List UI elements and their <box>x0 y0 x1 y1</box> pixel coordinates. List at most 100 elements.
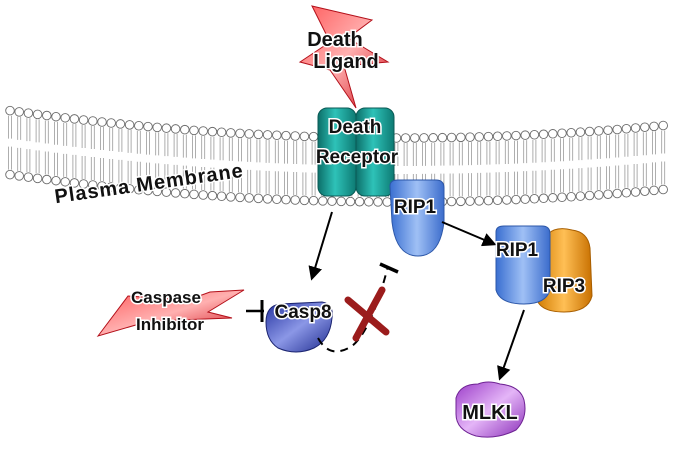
lipid-head <box>124 184 135 194</box>
death-receptor <box>317 107 395 197</box>
lipid-head <box>281 194 291 205</box>
lipid-head <box>134 184 144 195</box>
lipid-head <box>649 121 659 132</box>
rip1-block-bar <box>379 262 399 274</box>
lipid-head <box>520 130 530 140</box>
lipid-head <box>290 195 300 205</box>
lipid-head <box>502 195 512 205</box>
lipid-head <box>584 190 595 201</box>
lipid-head <box>410 133 420 143</box>
lipid-head <box>373 197 383 207</box>
lipid-head <box>299 195 310 206</box>
lipid-head <box>23 108 34 118</box>
rip1-complex-protein <box>495 225 551 305</box>
lipid-head <box>51 111 61 122</box>
lipid-head <box>97 117 107 127</box>
lipid-head <box>78 179 89 189</box>
lipid-head <box>216 127 227 138</box>
lipid-head <box>299 131 310 142</box>
lipid-head <box>575 127 586 137</box>
lipid-head <box>630 123 641 133</box>
lipid-head <box>244 129 254 139</box>
lipid-head <box>23 172 34 182</box>
blocked-x-icon <box>344 286 390 342</box>
lipid-head <box>124 120 135 130</box>
lipid-head <box>32 109 43 120</box>
lipid-head <box>161 187 172 197</box>
complex-to-mlkl-arrow <box>497 309 525 381</box>
lipid-head <box>621 124 632 134</box>
lipid-head <box>428 133 438 143</box>
lipid-head <box>143 121 153 132</box>
lipid-head <box>253 129 264 140</box>
lipid-head <box>88 116 98 126</box>
lipid-head <box>548 193 558 203</box>
lipid-head <box>262 194 273 204</box>
casp8-inhibits-rip1-dashed <box>317 265 389 353</box>
lipid-head <box>152 122 162 133</box>
lipid-head <box>529 129 540 140</box>
lipid-head <box>640 186 650 196</box>
lipid-head <box>207 126 218 137</box>
lipid-head <box>640 122 650 132</box>
lipid-head <box>511 130 521 141</box>
rip3-label: RIP3 <box>543 276 585 297</box>
lipid-head <box>327 196 337 206</box>
lipid-head <box>382 197 392 207</box>
mlkl-protein <box>455 381 526 438</box>
lipid-head <box>538 193 549 204</box>
lipid-head <box>446 196 457 207</box>
lipid-head <box>272 130 282 141</box>
lipid-head <box>529 193 540 204</box>
lipid-head <box>658 184 668 195</box>
lipid-head <box>612 188 622 199</box>
lipid-head <box>456 196 466 207</box>
lipid-head <box>419 133 429 143</box>
lipid-head <box>5 105 15 116</box>
inhibitor-block-mark <box>246 300 264 322</box>
lipid-head <box>69 178 80 188</box>
rip1-protein <box>389 179 445 257</box>
lipid-head <box>134 120 144 131</box>
lipid-head <box>575 191 586 201</box>
lipid-head <box>603 125 613 135</box>
lipid-head <box>32 173 43 184</box>
lipid-head <box>345 196 356 207</box>
lipid-head <box>511 194 521 205</box>
lipid-head <box>603 189 613 199</box>
lipid-head <box>336 196 346 207</box>
caspase-inhibitor-label-line1: Caspase <box>131 288 201 307</box>
lipid-head <box>115 119 126 129</box>
lipid-head <box>630 187 641 197</box>
lipid-head <box>106 118 116 128</box>
lipid-head <box>161 123 172 133</box>
lipid-head <box>658 120 668 131</box>
lipid-head <box>143 185 153 196</box>
lipid-head <box>180 188 190 199</box>
lipid-head <box>318 196 328 206</box>
death-receptor-label-line1: Death <box>329 117 382 138</box>
caspase-inhibitor-label-line2: Inhibitor <box>136 315 204 334</box>
lipid-head <box>492 195 503 206</box>
lipid-head <box>281 130 291 141</box>
lipid-head <box>262 130 273 140</box>
lipid-head <box>60 113 70 123</box>
lipid-head <box>584 126 595 137</box>
lipid-head <box>216 191 227 202</box>
lipid-head <box>244 193 254 203</box>
lipid-head <box>170 124 181 134</box>
rip1-complex-label: RIP1 <box>496 240 539 261</box>
lipid-head <box>189 189 199 200</box>
lipid-head <box>308 131 319 142</box>
lipid-head <box>226 128 236 138</box>
lipid-head <box>354 196 365 207</box>
lipid-head <box>649 185 659 196</box>
lipid-head <box>51 175 61 186</box>
lipid-head <box>69 114 80 124</box>
lipid-head <box>594 190 604 200</box>
lipid-head <box>152 186 162 197</box>
lipid-head <box>474 196 484 206</box>
lipid-head <box>14 171 24 181</box>
lipid-head <box>566 127 576 138</box>
